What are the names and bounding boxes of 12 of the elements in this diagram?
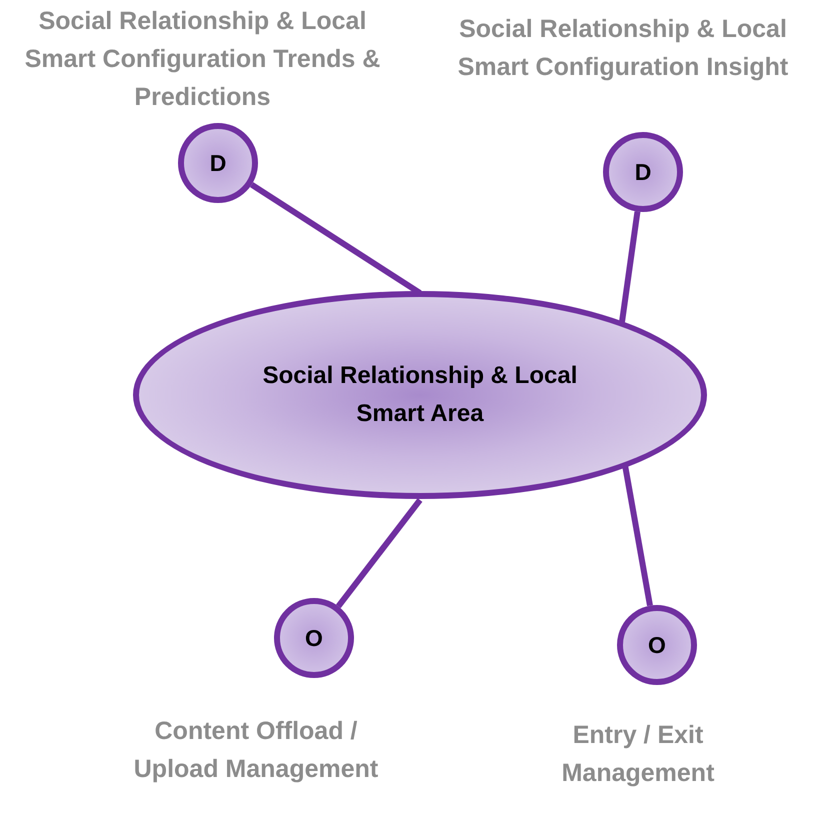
node-label: Social Relationship & Local Smart Area [262,361,578,429]
node-caption: Social Relationship & Local Smart Configuration Insight [456,14,790,83]
node-letter: D [634,158,652,187]
node-caption: Entry / Exit Management [560,720,716,789]
node-caption: Social Relationship & Local Smart Configuration Trends & Predictions [24,6,382,113]
connector-line [622,464,653,606]
node-caption: Content Offload / Upload Management [132,716,380,785]
node-letter: O [305,624,323,653]
connector-line [336,498,422,608]
node-letter: D [210,148,226,178]
connector-line [619,211,640,322]
node-letter: O [648,630,666,660]
